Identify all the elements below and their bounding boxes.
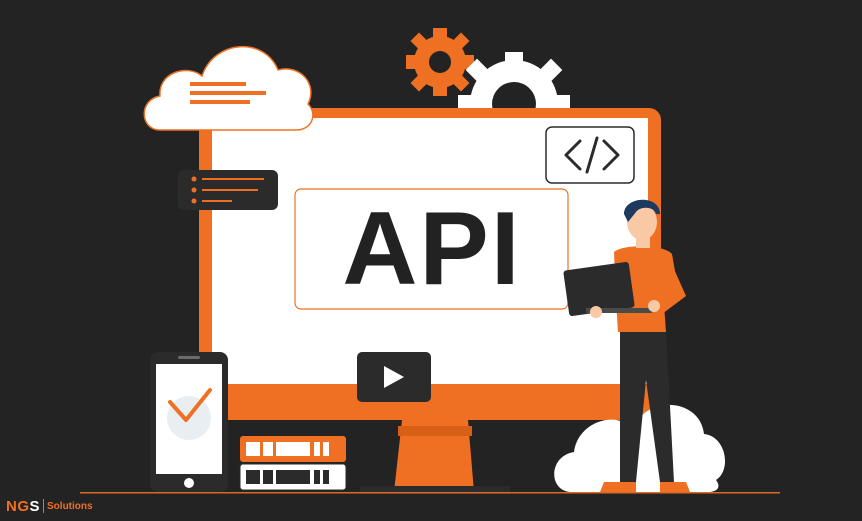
brand-logo: NGS Solutions [6, 496, 93, 516]
brand-logo-letters: NGS [6, 498, 40, 515]
brand-logo-ng: NG [6, 497, 30, 515]
ground-line [80, 492, 780, 494]
person-with-laptop [563, 199, 690, 492]
phone [150, 352, 228, 492]
checkmark-icon [168, 388, 212, 422]
play-icon [357, 352, 431, 402]
api-label-box [294, 188, 569, 310]
server-icon [239, 436, 347, 491]
code-brackets-icon [545, 126, 635, 184]
list-icon [178, 170, 278, 210]
cloud-icon [143, 46, 314, 131]
api-headline: API [342, 191, 522, 307]
gear-icon [406, 28, 474, 96]
cloud-icon [554, 404, 726, 492]
brand-logo-s: S [29, 497, 41, 515]
brand-logo-suffix: Solutions [47, 500, 93, 512]
brand-divider [43, 499, 45, 513]
